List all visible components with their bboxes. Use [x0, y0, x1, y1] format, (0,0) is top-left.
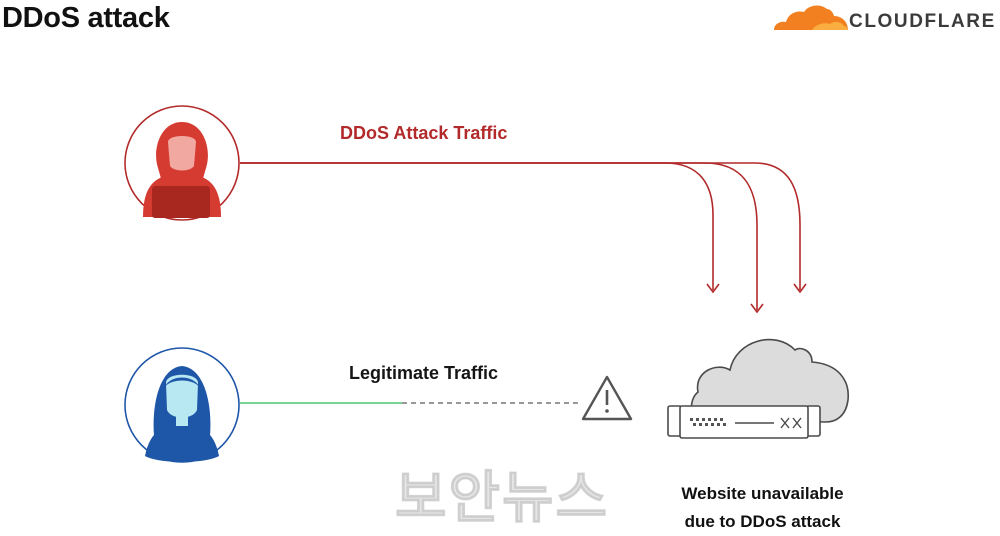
attack-arrowheads: [706, 283, 807, 314]
legit-traffic-label: Legitimate Traffic: [349, 363, 499, 383]
attack-line-1: [240, 162, 714, 290]
status-line-2: due to DDoS attack: [684, 512, 841, 531]
user-avatar-icon: [124, 347, 240, 463]
hooded-attacker-icon: [124, 105, 240, 221]
cloudflare-logo: CLOUDFLARE: [772, 0, 1000, 40]
warning-triangle-icon: [581, 375, 633, 421]
watermark: 보안뉴스: [394, 466, 610, 532]
attack-traffic-label: DDoS Attack Traffic: [340, 123, 508, 143]
attack-line-3: [240, 162, 801, 290]
page-title: DDoS attack: [2, 2, 170, 34]
status-caption: Website unavailable due to DDoS attack: [640, 480, 885, 536]
cloud-logo-icon: [774, 5, 848, 31]
status-line-1: Website unavailable: [681, 484, 844, 503]
attack-line-2: [240, 162, 758, 310]
attack-traffic-lines: [240, 162, 801, 310]
brand-name: CLOUDFLARE: [849, 11, 996, 32]
cloud-server-icon: [667, 338, 849, 439]
